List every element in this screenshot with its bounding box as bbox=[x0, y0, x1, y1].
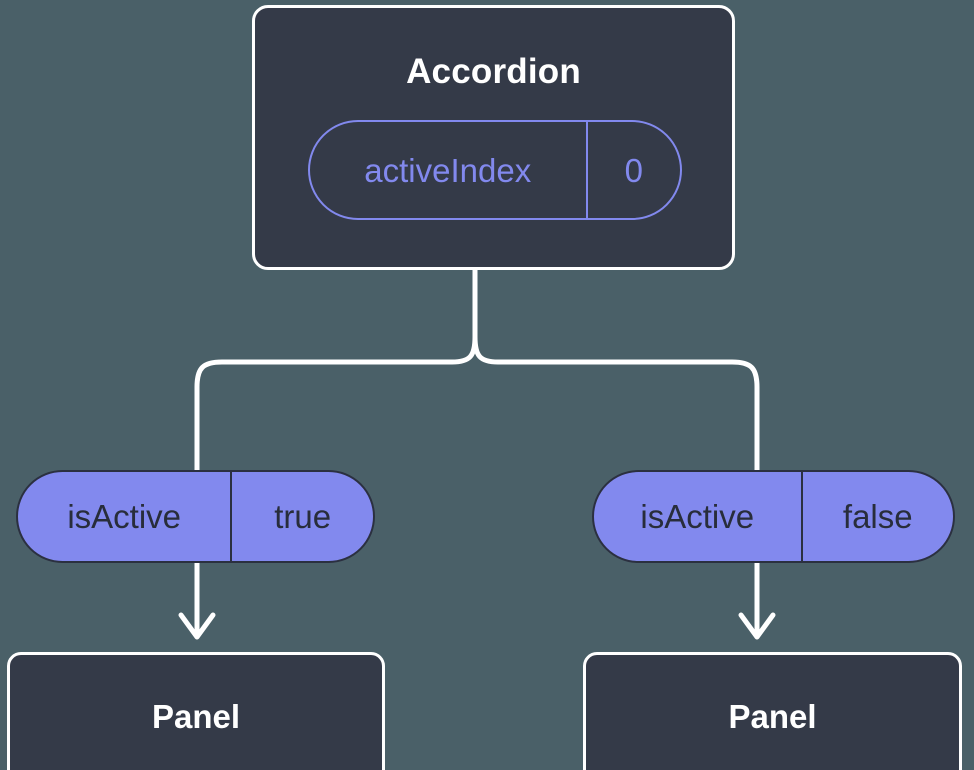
fork-branch-left bbox=[194, 267, 478, 473]
state-badge-key: activeIndex bbox=[364, 151, 532, 189]
fork-branch-right bbox=[472, 267, 760, 473]
component-title: Panel bbox=[728, 698, 817, 735]
component-title: Panel bbox=[151, 698, 241, 735]
prop-badge-value: false bbox=[800, 472, 953, 561]
component-node-panel-right[interactable]: Panel bbox=[583, 652, 962, 770]
arrow-head-right bbox=[738, 612, 776, 640]
component-node-panel-left[interactable]: Panel bbox=[7, 652, 385, 770]
arrow-head-left bbox=[178, 612, 216, 640]
prop-badge-isactive-false[interactable]: isActive false bbox=[592, 470, 955, 563]
state-badge-value: 0 bbox=[585, 122, 680, 218]
prop-badge-key: isActive bbox=[640, 498, 755, 535]
state-badge-activeindex[interactable]: activeIndex 0 bbox=[308, 120, 682, 220]
prop-badge-value: true bbox=[230, 472, 373, 561]
prop-badge-key: isActive bbox=[67, 498, 182, 535]
prop-badge-isactive-true[interactable]: isActive true bbox=[16, 470, 375, 563]
component-title: Accordion bbox=[406, 52, 581, 91]
